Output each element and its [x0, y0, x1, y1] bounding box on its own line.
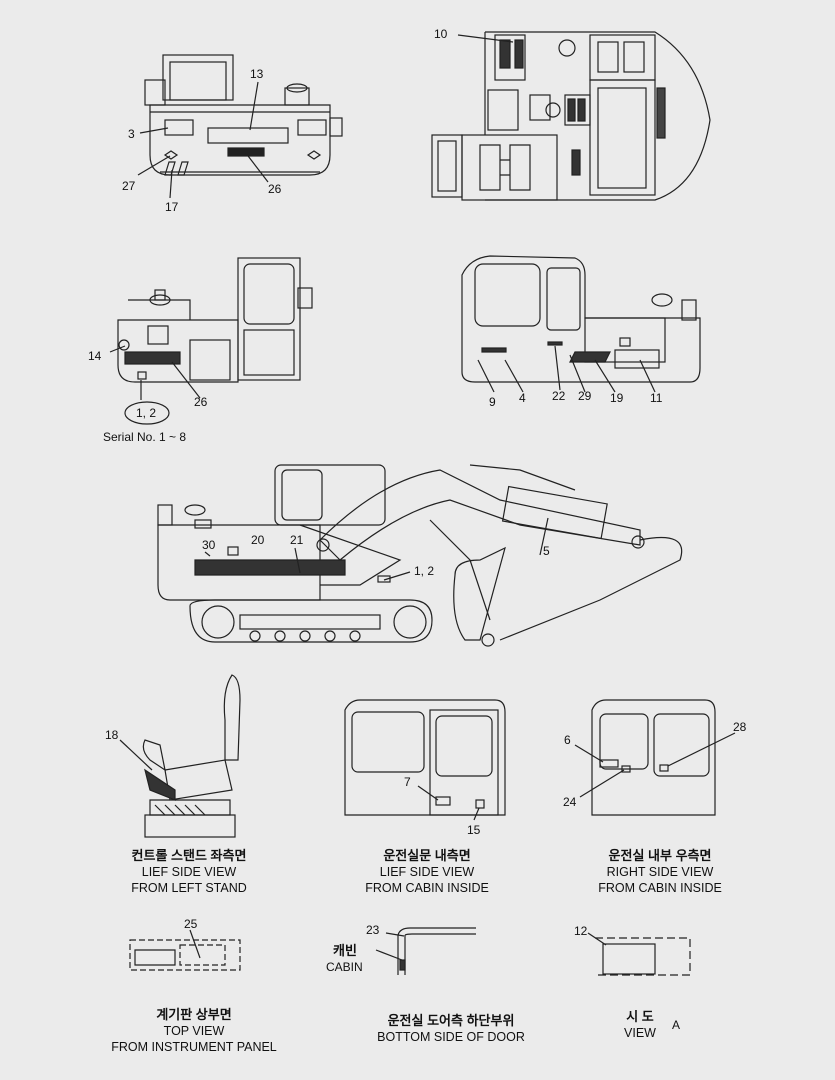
top-view-drawing: [431, 31, 711, 201]
caption-cabin-right-ko: 운전실 내부 우측면: [608, 848, 712, 863]
control-stand-drawing: [119, 674, 241, 838]
caption-left-stand-en1: LIEF SIDE VIEW: [141, 865, 237, 879]
part-label-22: 22: [552, 389, 566, 403]
part-label-30: 30: [202, 538, 216, 552]
caption-bottom-door-en1: BOTTOM SIDE OF DOOR: [377, 1030, 525, 1044]
part-label-4: 4: [519, 391, 526, 405]
part-label-10: 10: [434, 27, 448, 41]
caption-cabin-right-en1: RIGHT SIDE VIEW: [606, 865, 714, 879]
excavator-side-view: [157, 464, 683, 647]
part-label-12: 12: [574, 924, 588, 938]
part-label-27: 27: [122, 179, 136, 193]
caption-bottom-door-ko: 운전실 도어측 하단부위: [387, 1013, 515, 1028]
caption-cabin-door: 운전실문 내측면 LIEF SIDE VIEW FROM CABIN INSID…: [365, 848, 489, 896]
view-letter-a: A: [672, 1018, 681, 1032]
serial-note: Serial No. 1 ~ 8: [103, 430, 187, 444]
caption-cabin-right-en2: FROM CABIN INSIDE: [598, 881, 722, 895]
caption-view-ko: 시 도: [626, 1009, 654, 1024]
instrument-panel-drawing: [129, 929, 241, 971]
right-side-view-drawing: [461, 255, 701, 393]
caption-cabin-door-en2: FROM CABIN INSIDE: [365, 881, 489, 895]
part-label-6: 6: [564, 733, 571, 747]
caption-left-stand: 컨트롤 스탠드 좌측면 LIEF SIDE VIEW FROM LEFT STA…: [131, 848, 247, 896]
part-label-26a: 26: [268, 182, 282, 196]
part-label-7: 7: [404, 775, 411, 789]
part-label-29: 29: [578, 389, 592, 403]
view-a-drawing: [587, 932, 691, 976]
part-label-24: 24: [563, 795, 577, 809]
caption-left-stand-ko: 컨트롤 스탠드 좌측면: [131, 848, 247, 863]
caption-top-view-en1: TOP VIEW: [163, 1024, 225, 1038]
cabin-ko: 캐빈: [333, 943, 357, 958]
cabin-door-drawing: [344, 699, 506, 821]
door-bottom-drawing: [375, 927, 476, 975]
part-label-19: 19: [610, 391, 624, 405]
rear-left-view-drawing: [109, 257, 313, 425]
caption-top-view-en2: FROM INSTRUMENT PANEL: [111, 1040, 277, 1054]
cabin-en: CABIN: [326, 960, 363, 974]
part-label-23: 23: [366, 923, 380, 937]
caption-top-view: 계기판 상부면 TOP VIEW FROM INSTRUMENT PANEL: [111, 1007, 277, 1055]
part-label-18: 18: [105, 728, 119, 742]
part-label-14: 14: [88, 349, 102, 363]
part-label-26b: 26: [194, 395, 208, 409]
caption-cabin-right: 운전실 내부 우측면 RIGHT SIDE VIEW FROM CABIN IN…: [598, 848, 722, 896]
part-label-1-2-a: 1, 2: [136, 406, 157, 420]
rear-view-drawing: [137, 54, 343, 199]
caption-top-view-ko: 계기판 상부면: [156, 1007, 232, 1022]
caption-bottom-door: 운전실 도어측 하단부위 BOTTOM SIDE OF DOOR: [377, 1013, 525, 1045]
part-label-5: 5: [543, 544, 550, 558]
caption-view: 시 도 VIEW: [624, 1009, 656, 1041]
part-label-1-2-b: 1, 2: [414, 564, 435, 578]
part-label-21: 21: [290, 533, 304, 547]
cabin-right-drawing: [574, 699, 736, 816]
part-label-15: 15: [467, 823, 481, 837]
part-label-13: 13: [250, 67, 264, 81]
part-label-3: 3: [128, 127, 135, 141]
caption-view-en1: VIEW: [624, 1026, 656, 1040]
part-label-17: 17: [165, 200, 179, 214]
part-label-20: 20: [251, 533, 265, 547]
part-label-25: 25: [184, 917, 198, 931]
part-label-11: 11: [650, 391, 663, 405]
part-label-9: 9: [489, 395, 496, 409]
caption-left-stand-en2: FROM LEFT STAND: [131, 881, 247, 895]
caption-cabin-door-ko: 운전실문 내측면: [383, 848, 471, 863]
caption-cabin-door-en1: LIEF SIDE VIEW: [379, 865, 475, 879]
part-label-28: 28: [733, 720, 747, 734]
